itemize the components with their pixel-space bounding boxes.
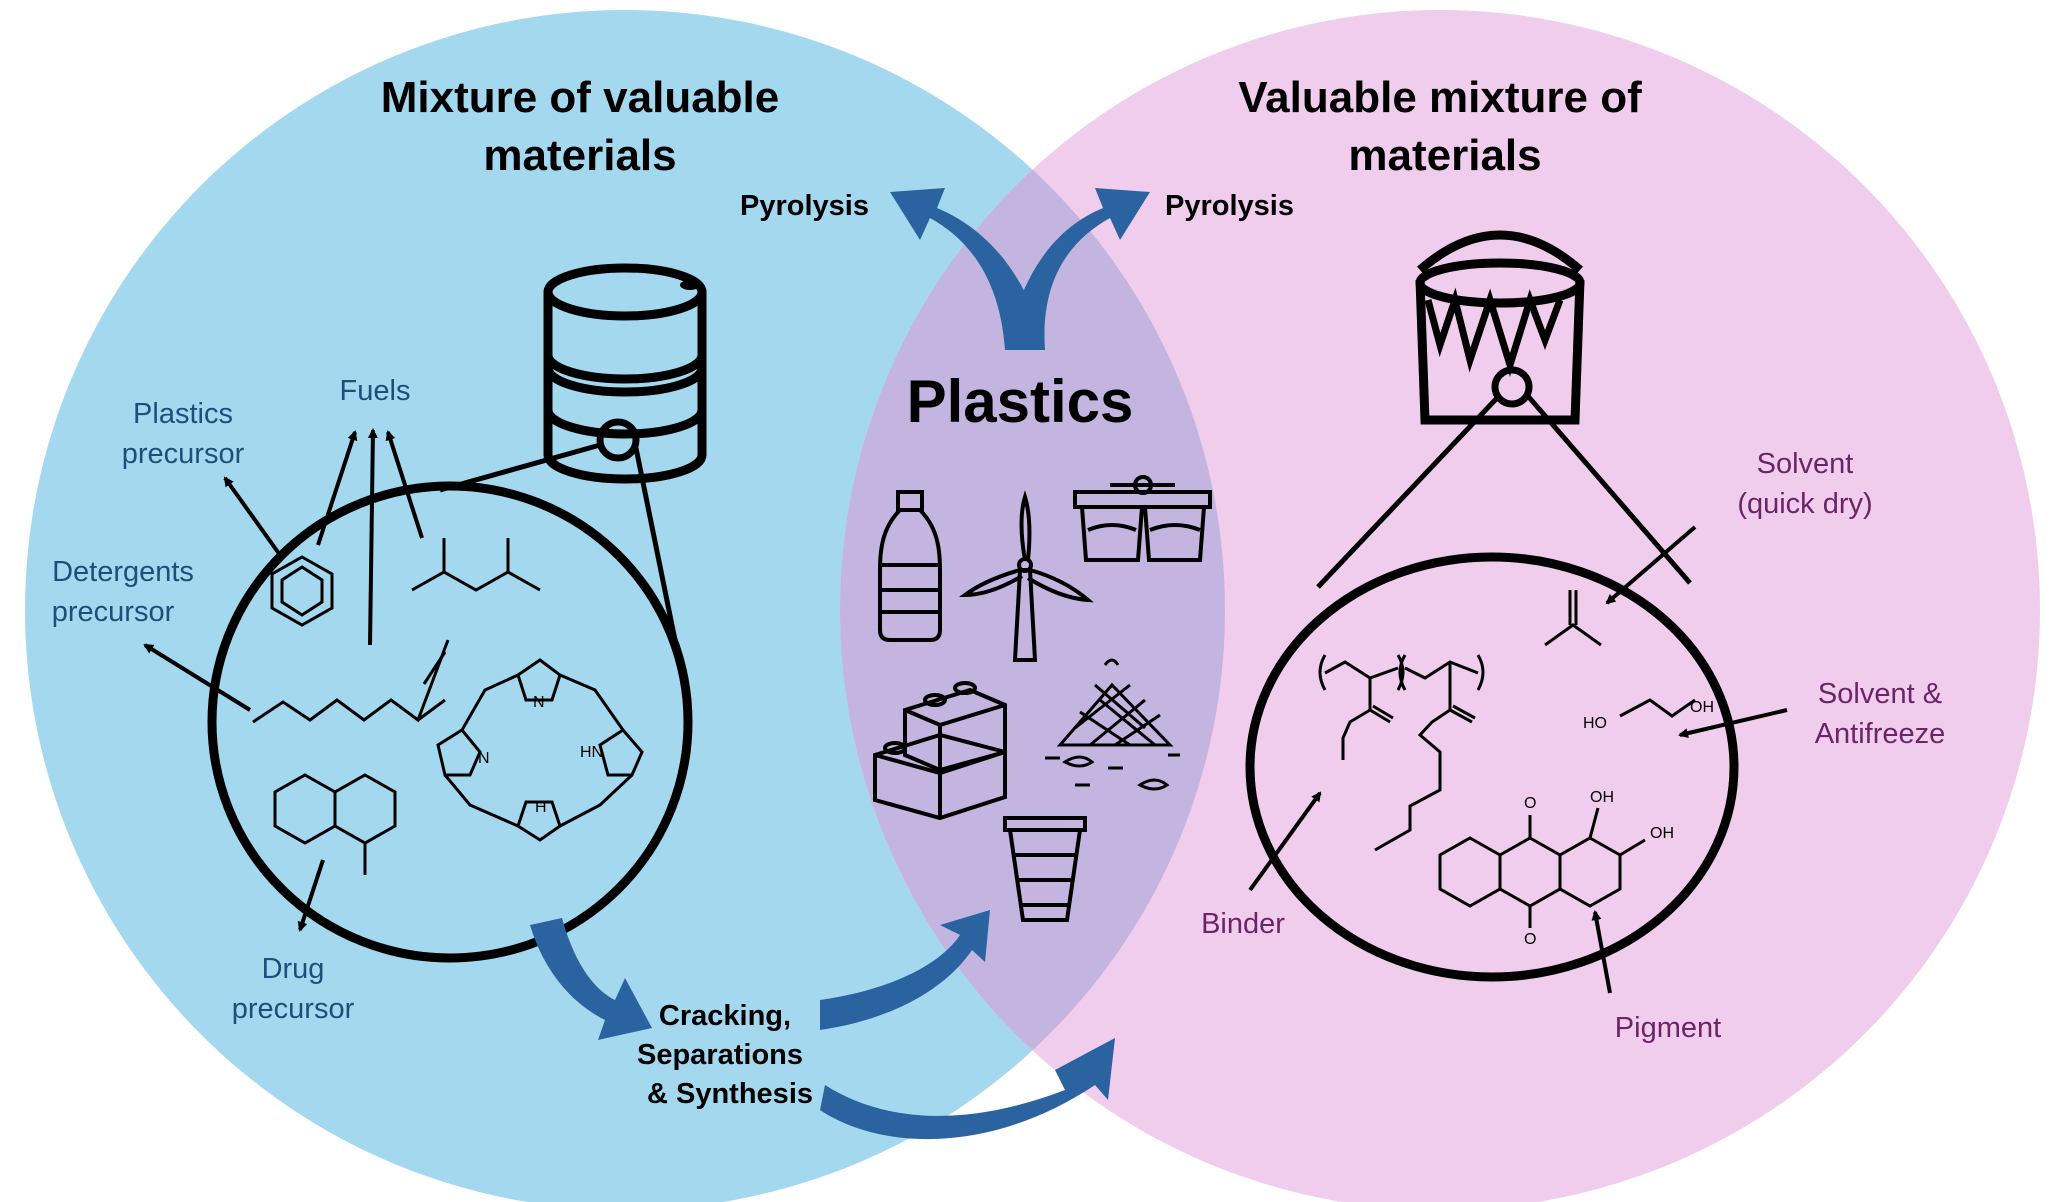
magnifier-right bbox=[1245, 552, 1739, 982]
overlap-region bbox=[840, 10, 1225, 1202]
yogurt-cups-icon bbox=[1073, 475, 1212, 562]
pigment-label: Pigment bbox=[1615, 1012, 1721, 1044]
octene-molecule bbox=[252, 639, 450, 724]
left-title-line1: Mixture of valuable bbox=[381, 73, 780, 122]
binder-polymer-molecule bbox=[1318, 654, 1485, 852]
alizarin-OH1: OH bbox=[1590, 789, 1614, 806]
porphyrin-N-left: N bbox=[478, 750, 490, 767]
process-line1: Cracking, bbox=[659, 1000, 791, 1032]
paint-bucket-icon bbox=[1415, 230, 1585, 425]
alizarin-O-bottom: O bbox=[1524, 931, 1536, 948]
porphyrin-molecule bbox=[436, 658, 644, 842]
alizarin-molecule bbox=[1438, 807, 1646, 928]
fishing-net-icon bbox=[1045, 658, 1180, 791]
alizarin-OH2: OH bbox=[1650, 825, 1674, 842]
fuels-label: Fuels bbox=[340, 375, 411, 407]
alizarin-O-top: O bbox=[1524, 795, 1536, 812]
pyrolysis-right: Pyrolysis bbox=[1165, 190, 1294, 222]
zoom-lines-right bbox=[1316, 393, 1692, 589]
eg-OH: OH bbox=[1690, 699, 1714, 716]
detergents-line1: Detergents bbox=[52, 556, 194, 588]
plastics-precursor-line2: precursor bbox=[122, 438, 245, 470]
antifreeze-line2: Antifreeze bbox=[1815, 718, 1946, 750]
pyrolysis-arrows bbox=[890, 188, 1150, 350]
pyrolysis-left: Pyrolysis bbox=[740, 190, 869, 222]
wind-turbine-icon bbox=[958, 490, 1094, 662]
lego-bricks-icon bbox=[873, 681, 1007, 821]
oil-barrel-icon bbox=[543, 263, 707, 484]
drug-line1: Drug bbox=[262, 953, 325, 985]
solvent-line2: (quick dry) bbox=[1737, 488, 1872, 520]
plastic-cup-icon bbox=[1003, 816, 1087, 922]
label-arrows-right bbox=[1248, 525, 1788, 994]
eg-HO: HO bbox=[1583, 715, 1607, 732]
magnifier-left bbox=[207, 481, 693, 963]
process-arrows bbox=[530, 910, 1115, 1140]
left-title-line2: materials bbox=[483, 131, 676, 180]
acetone-molecule bbox=[1544, 590, 1602, 647]
porphyrin-N-top: N bbox=[533, 694, 545, 711]
plastics-title: Plastics bbox=[907, 368, 1134, 435]
bottle-icon bbox=[878, 490, 942, 642]
plastics-precursor-line1: Plastics bbox=[133, 398, 233, 430]
isooctane-molecule bbox=[411, 538, 541, 592]
drug-line2: precursor bbox=[232, 993, 355, 1025]
process-line2: Separations bbox=[637, 1039, 803, 1071]
benzene-molecule bbox=[270, 555, 334, 627]
solvent-line1: Solvent bbox=[1757, 448, 1854, 480]
antifreeze-line1: Solvent & bbox=[1818, 678, 1942, 710]
right-title-line1: Valuable mixture of bbox=[1238, 73, 1642, 122]
ethylene-glycol-molecule bbox=[1619, 698, 1696, 718]
porphyrin-HN: HN bbox=[580, 744, 603, 761]
right-title-line2: materials bbox=[1348, 131, 1541, 180]
label-arrows-left bbox=[143, 428, 424, 932]
binder-label: Binder bbox=[1201, 908, 1285, 940]
porphyrin-NH: H bbox=[535, 799, 547, 816]
process-line3: & Synthesis bbox=[647, 1078, 813, 1110]
methylnaphthalene-molecule bbox=[273, 773, 397, 875]
detergents-line2: precursor bbox=[52, 596, 175, 628]
